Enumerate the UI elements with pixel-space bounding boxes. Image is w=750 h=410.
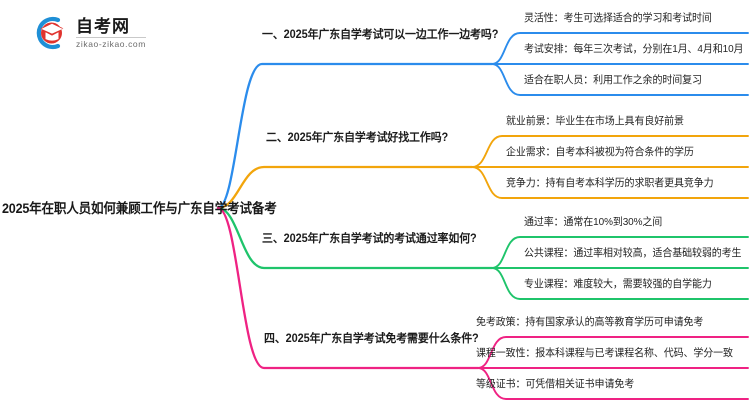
root-node-label: 2025年在职人员如何兼顾工作与广东自学考试备考 — [2, 201, 277, 216]
branch-node-1[interactable]: 一、2025年广东自学考试可以一边工作一边考吗? — [262, 26, 498, 42]
leaf-node-4-1-label: 免考政策：持有国家承认的高等教育学历可申请免考 — [476, 316, 704, 328]
leaf-node-4-1[interactable]: 免考政策：持有国家承认的高等教育学历可申请免考 — [476, 314, 703, 329]
branch-3-connectors — [216, 206, 749, 300]
leaf-node-3-2[interactable]: 公共课程：通过率相对较高，适合基础较弱的考生 — [524, 245, 741, 260]
mindmap-root-node[interactable]: 2025年在职人员如何兼顾工作与广东自学考试备考 — [2, 196, 277, 218]
branch-node-1-label: 一、2025年广东自学考试可以一边工作一边考吗? — [262, 29, 499, 41]
leaf-node-4-3-label: 等级证书：可凭借相关证书申请免考 — [476, 378, 635, 390]
leaf-node-2-2[interactable]: 企业需求：自考本科被视为符合条件的学历 — [506, 144, 694, 159]
leaf-node-4-3[interactable]: 等级证书：可凭借相关证书申请免考 — [476, 376, 634, 391]
leaf-node-3-1[interactable]: 通过率：通常在10%到30%之间 — [524, 214, 662, 229]
logo-title-cn: 自考网 — [76, 17, 146, 39]
branch-2-connectors — [216, 135, 749, 210]
branch-4-connectors — [216, 206, 749, 400]
leaf-node-3-3-label: 专业课程：难度较大，需要较强的自学能力 — [524, 278, 712, 290]
branch-1-connectors — [216, 32, 749, 210]
leaf-node-1-3[interactable]: 适合在职人员：利用工作之余的时间复习 — [524, 72, 702, 87]
branch-node-4[interactable]: 四、2025年广东自学考试免考需要什么条件? — [264, 330, 479, 346]
graduation-cap-icon — [28, 13, 70, 53]
leaf-node-4-2-label: 课程一致性：报本科课程与已考课程名称、代码、学分一致 — [476, 347, 733, 359]
leaf-node-1-2-label: 考试安排：每年三次考试，分别在1月、4月和10月 — [524, 43, 744, 55]
site-logo: 自考网 zikao-zikao.com — [28, 12, 208, 54]
leaf-node-2-3[interactable]: 竞争力：持有自考本科学历的求职者更具竞争力 — [506, 175, 714, 190]
leaf-node-2-1[interactable]: 就业前景：毕业生在市场上具有良好前景 — [506, 113, 684, 128]
branch-node-3-label: 三、2025年广东自学考试的考试通过率如何? — [262, 233, 477, 245]
leaf-node-2-1-label: 就业前景：毕业生在市场上具有良好前景 — [506, 115, 684, 127]
branch-node-4-label: 四、2025年广东自学考试免考需要什么条件? — [264, 333, 479, 345]
leaf-node-1-2[interactable]: 考试安排：每年三次考试，分别在1月、4月和10月 — [524, 41, 744, 56]
leaf-node-3-1-label: 通过率：通常在10%到30%之间 — [524, 216, 663, 228]
leaf-node-3-3[interactable]: 专业课程：难度较大，需要较强的自学能力 — [524, 276, 712, 291]
leaf-node-1-3-label: 适合在职人员：利用工作之余的时间复习 — [524, 74, 702, 86]
leaf-node-2-2-label: 企业需求：自考本科被视为符合条件的学历 — [506, 146, 694, 158]
leaf-node-3-2-label: 公共课程：通过率相对较高，适合基础较弱的考生 — [524, 247, 742, 259]
leaf-node-2-3-label: 竞争力：持有自考本科学历的求职者更具竞争力 — [506, 177, 714, 189]
leaf-node-4-2[interactable]: 课程一致性：报本科课程与已考课程名称、代码、学分一致 — [476, 345, 733, 360]
branch-node-2[interactable]: 二、2025年广东自学考试好找工作吗? — [266, 129, 448, 145]
leaf-node-1-1-label: 灵活性：考生可选择适合的学习和考试时间 — [524, 12, 712, 24]
branch-node-3[interactable]: 三、2025年广东自学考试的考试通过率如何? — [262, 230, 477, 246]
leaf-node-1-1[interactable]: 灵活性：考生可选择适合的学习和考试时间 — [524, 10, 712, 25]
logo-domain: zikao-zikao.com — [76, 39, 146, 50]
branch-node-2-label: 二、2025年广东自学考试好找工作吗? — [266, 132, 449, 144]
